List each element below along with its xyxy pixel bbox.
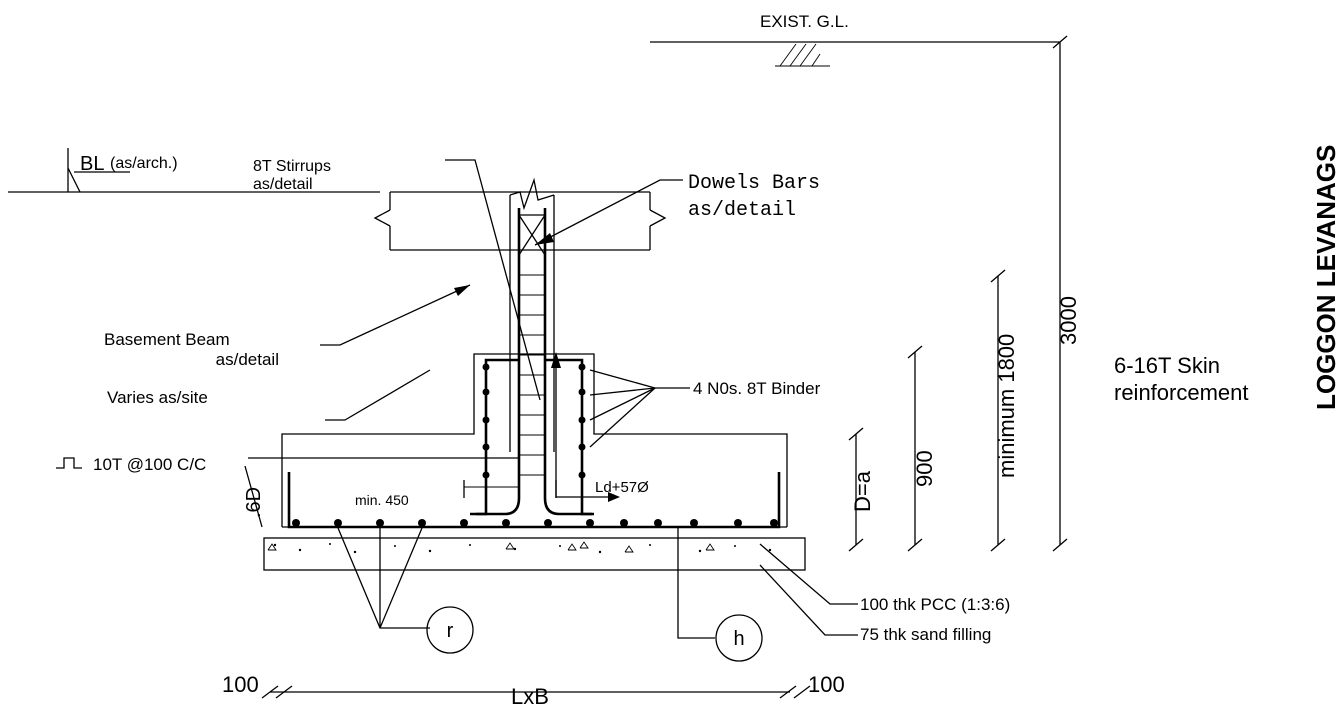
pcc-texture [267, 541, 772, 554]
stirrups-label: 8T Stirrups [253, 158, 331, 175]
existing-ground-level: EXIST. G.L. [650, 12, 1060, 67]
pcc-label: 100 thk PCC (1:3:6) [860, 595, 1010, 614]
dim-900-label: 900 [912, 450, 937, 487]
dim-100-left: 100 [222, 672, 259, 697]
dim-d-label: D=a [850, 470, 875, 512]
pedestal-bars [482, 363, 586, 479]
dowels-label: Dowels Bars [688, 172, 820, 195]
leader-lines [56, 159, 858, 639]
basement-beam-note: as/detail [216, 350, 279, 369]
rebar-spacing-label: 10T @100 C/C [93, 455, 206, 474]
exist-gl-label: EXIST. G.L. [760, 12, 849, 31]
dim-3000-label: 3000 [1056, 296, 1081, 345]
edge-text: LOGGON LEVANAGS [1311, 145, 1339, 410]
bl-label: BL [80, 153, 104, 175]
tag-h-label: h [733, 628, 744, 650]
skin-label-line2: reinforcement [1114, 380, 1249, 405]
tag-r-label: r [447, 620, 454, 642]
tag-r-circle [426, 606, 474, 654]
dimension-lines [244, 35, 1068, 699]
basement-beam-label: Basement Beam [104, 330, 230, 349]
dim-100-right: 100 [808, 672, 845, 697]
varies-label: Varies as/site [107, 388, 208, 407]
dim-min1800-label: minimum 1800 [994, 334, 1019, 478]
tag-h-circle [715, 614, 763, 662]
reinforcement [287, 352, 781, 529]
stirrups-note: as/detail [253, 176, 313, 193]
skin-label-line1: 6-16T Skin [1114, 353, 1220, 378]
bl-note: (as/arch.) [110, 155, 178, 172]
lap-label: Ld+57Ø [595, 479, 649, 496]
bottom-bars [292, 519, 778, 527]
basement-level-marker: BL (as/arch.) [8, 148, 380, 193]
min-450-label: min. 450 [355, 492, 409, 508]
dim-6d-label: .6D [243, 487, 265, 518]
binder-label: 4 N0s. 8T Binder [693, 379, 821, 398]
sand-label: 75 thk sand filling [860, 625, 991, 644]
lxb-label: LxB [511, 684, 549, 709]
dowels-note: as/detail [688, 199, 796, 222]
column [509, 177, 555, 498]
